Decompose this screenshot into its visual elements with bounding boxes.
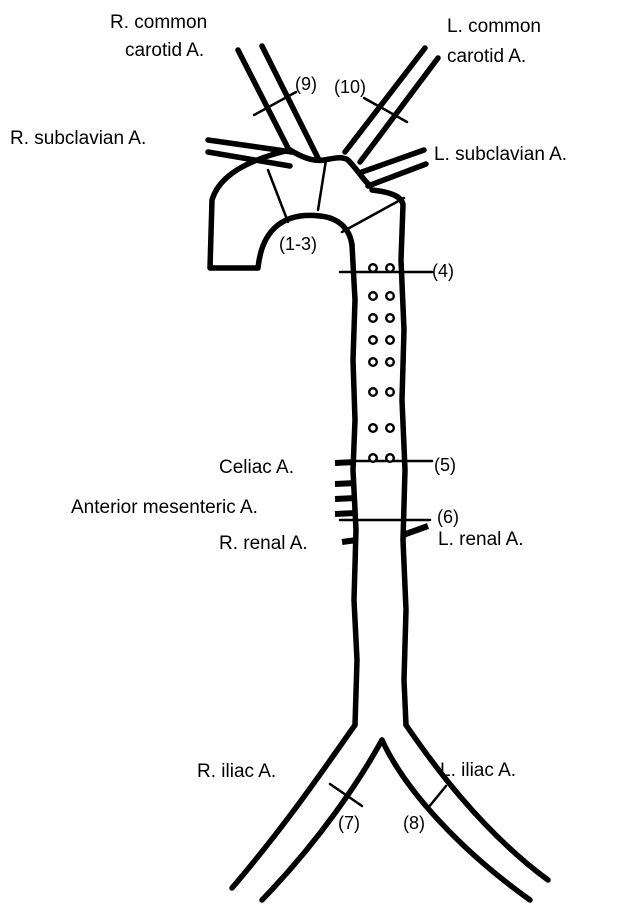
- lesion-dots: [369, 264, 394, 462]
- aortic-arch-top: [290, 150, 370, 186]
- site-2-line: [318, 160, 326, 210]
- r-subclavian-label: R. subclavian A.: [10, 128, 146, 150]
- l-subclavian-label: L. subclavian A.: [434, 144, 567, 166]
- r-renal-label: R. renal A.: [219, 533, 308, 555]
- celiac-label: Celiac A.: [219, 457, 294, 479]
- l-renal-label: L. renal A.: [438, 529, 524, 551]
- l-common-carotid-artery: [345, 48, 438, 162]
- site-7-line: [330, 784, 362, 806]
- l-iliac-label: L. iliac A.: [440, 760, 516, 782]
- site-6-label: (6): [437, 506, 459, 528]
- l-common-carotid-label-line1: L. common: [447, 16, 541, 38]
- site-10-label: (10): [334, 76, 366, 98]
- l-subclavian-artery: [362, 150, 426, 186]
- site-1-line: [268, 170, 288, 222]
- r-common-carotid-label-line1: R. common: [110, 12, 207, 34]
- site-8-label: (8): [403, 812, 425, 834]
- site-1-3-label: (1-3): [279, 233, 317, 255]
- site-7-label: (7): [338, 812, 360, 834]
- l-common-carotid-label-line2: carotid A.: [447, 46, 526, 68]
- r-renal-artery: [342, 540, 357, 542]
- anterior-mesenteric-label: Anterior mesenteric A.: [71, 497, 258, 519]
- site-8-line: [428, 786, 446, 808]
- r-common-carotid-label-line2: carotid A.: [125, 40, 204, 62]
- site-3-line: [342, 198, 404, 232]
- site-5-label: (5): [434, 454, 456, 476]
- r-iliac-label: R. iliac A.: [197, 761, 276, 783]
- l-renal-artery: [403, 526, 428, 535]
- site-9-label: (9): [295, 73, 317, 95]
- site-4-label: (4): [432, 260, 454, 282]
